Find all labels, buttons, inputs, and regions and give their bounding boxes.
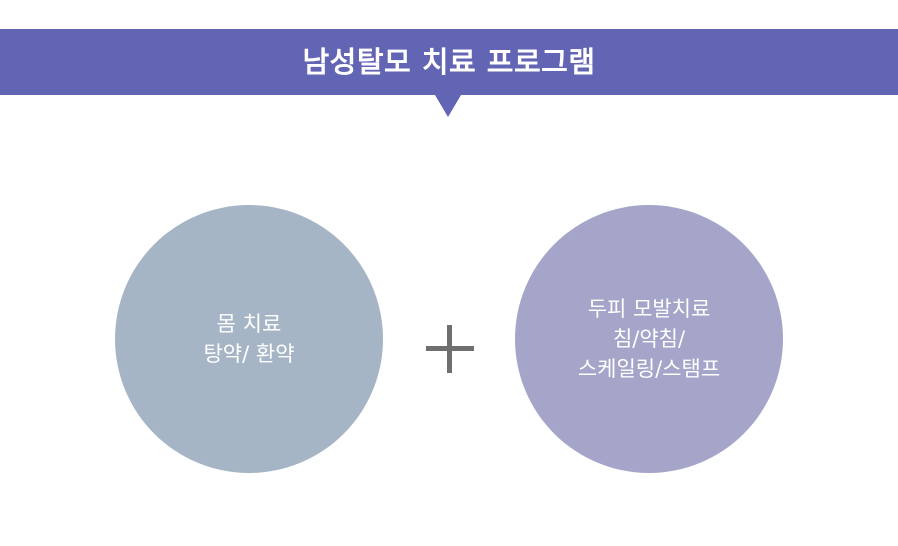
body-treatment-label: 몸 치료 [216, 312, 282, 336]
herbal-medicine-label: 탕약/ 환약 [203, 342, 295, 366]
program-title: 남성탈모 치료 프로그램 [302, 45, 596, 79]
scaling-stamp-label: 스케일링/스탬프 [577, 357, 721, 381]
scalp-treatment-label: 두피 모발치료 [587, 297, 711, 321]
banner-pointer-icon [435, 95, 461, 117]
plus-vertical-bar [447, 325, 452, 373]
scalp-treatment-circle: 두피 모발치료 침/약침/ 스케일링/스탬프 [515, 205, 783, 473]
body-treatment-circle: 몸 치료 탕약/ 환약 [115, 205, 383, 473]
acupuncture-label: 침/약침/ [612, 327, 686, 351]
program-banner: 남성탈모 치료 프로그램 [0, 29, 898, 95]
plus-icon [426, 325, 474, 373]
